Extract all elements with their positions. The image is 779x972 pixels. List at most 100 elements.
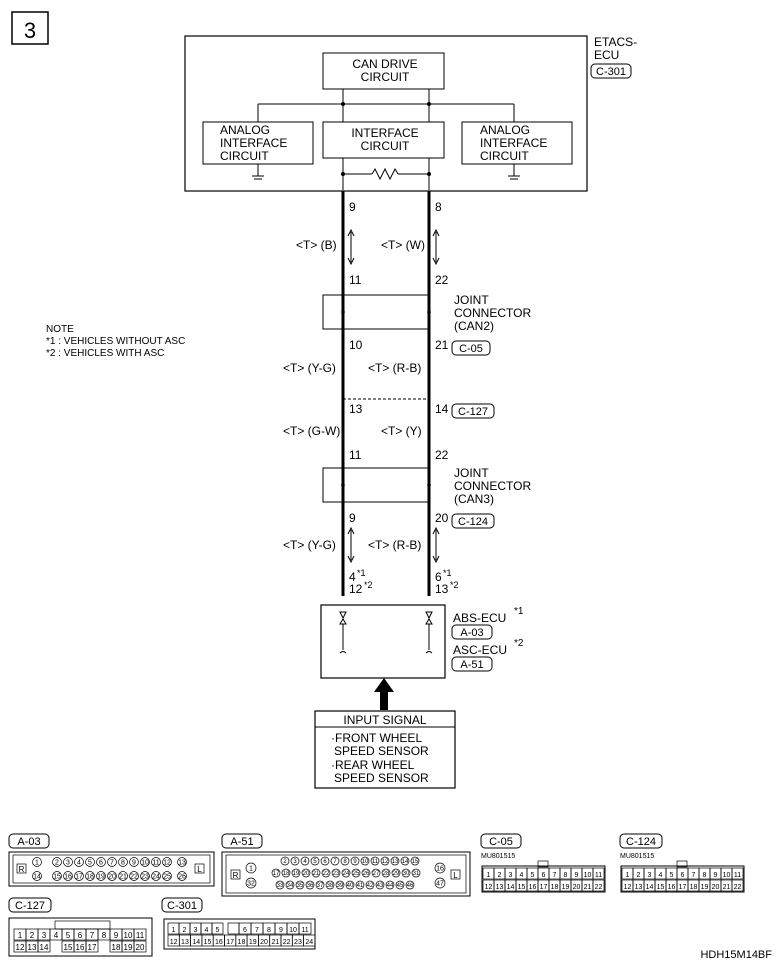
a51-pin-36 — [305, 880, 315, 890]
note-line1: *1 : VEHICLES WITHOUT ASC — [46, 336, 185, 347]
pin-22-a: 22 — [435, 273, 449, 287]
c05-cell-label-10: 10 — [584, 872, 592, 879]
a03-pin-18 — [85, 871, 95, 881]
ecu-internal-symbols — [339, 611, 433, 654]
a51-pin-21 — [311, 868, 321, 878]
c301-cell-label-7: 7 — [255, 927, 259, 934]
c127-cell-label-16: 16 — [76, 943, 85, 952]
a03-pin-label-21: 21 — [119, 873, 127, 880]
abs-asc-ecu-box — [320, 604, 446, 679]
a03-ref-box — [451, 624, 493, 640]
input-signal-line1: ·FRONT WHEEL — [331, 731, 422, 745]
c05-cell-label-5: 5 — [531, 872, 535, 879]
a51-pin-35 — [295, 880, 305, 890]
joint-can3-line2: CONNECTOR — [454, 479, 531, 493]
c05-cell-label-13: 13 — [496, 884, 504, 891]
a51-pin-4 — [300, 856, 310, 866]
a03-pin-17 — [74, 871, 84, 881]
a51-pin-17 — [271, 868, 281, 878]
c05-cell-label-14: 14 — [507, 884, 515, 891]
a03-pin-label-7: 7 — [110, 859, 114, 866]
a51-pin-39 — [335, 880, 345, 890]
a51-inner — [225, 854, 467, 894]
a51-pin-10 — [360, 856, 370, 866]
c124-cell-label-6: 6 — [681, 872, 685, 879]
c301-cell-11 — [298, 922, 312, 935]
a51-pin-label-39: 39 — [337, 883, 344, 889]
a51-pin-label-17: 17 — [273, 871, 280, 877]
seg3-left-color: <T> (G-W) — [283, 424, 340, 438]
a03-pin-26 — [177, 871, 187, 881]
a51-pin-label-1: 1 — [249, 865, 253, 872]
a51-right-tag: L — [453, 871, 458, 880]
a51-pin-label-4: 4 — [303, 859, 307, 865]
pin-left-1-star: *1 — [357, 568, 366, 578]
c301-cell-label-23: 23 — [294, 939, 302, 946]
a51-pin-label-29: 29 — [393, 871, 400, 877]
c127-ref: C-127 — [458, 406, 488, 418]
etacs-internal-wiring — [252, 89, 520, 190]
a03-face — [8, 851, 215, 887]
a51-pin-label-20: 20 — [303, 871, 310, 877]
c127-cell-label-1: 1 — [18, 931, 23, 940]
can-drive-circuit — [322, 52, 445, 90]
etacs-ecu-box — [184, 35, 588, 192]
c301-cell-label-4: 4 — [205, 927, 209, 934]
a51-face — [221, 851, 471, 897]
c124-cell-label-18: 18 — [690, 884, 698, 891]
c127-cell-label-12: 12 — [16, 943, 25, 952]
c05-cell-label-12: 12 — [485, 884, 493, 891]
a03-left-tag: R — [19, 865, 25, 874]
a51-pin-label-18: 18 — [283, 871, 290, 877]
a51-label: A-51 — [230, 836, 253, 848]
pin-left-1: 4 — [349, 570, 356, 584]
a03-pin-4 — [74, 857, 84, 867]
c301-cell-label-19: 19 — [249, 939, 257, 946]
a51-pin-label-30: 30 — [403, 871, 410, 877]
a51-pin-31 — [411, 868, 421, 878]
a51-pin-8 — [340, 856, 350, 866]
a03-pin-label-19: 19 — [97, 873, 105, 880]
joint-can3-dots — [341, 483, 431, 487]
a51-pin-label-28: 28 — [383, 871, 390, 877]
pin-right-1-star: *1 — [443, 568, 452, 578]
a03-pin-25 — [162, 871, 172, 881]
seg1-left-color: <T> (B) — [296, 238, 337, 252]
a51-pin-6 — [320, 856, 330, 866]
c301-cell-label-10: 10 — [289, 927, 297, 934]
c301-cell-label-15: 15 — [204, 939, 212, 946]
a03-pin-label-11: 11 — [152, 859, 159, 866]
c301-cell-label-5: 5 — [216, 927, 220, 934]
c301-cell-label-13: 13 — [181, 939, 189, 946]
a51-pin-27 — [371, 868, 381, 878]
a51-pin-label-19: 19 — [293, 871, 300, 877]
a51-pin-22 — [321, 868, 331, 878]
can-bus-wires — [341, 191, 431, 596]
c127-label-box — [8, 897, 52, 913]
joint-connector-can3-box — [322, 467, 431, 503]
c127-cell-label-18: 18 — [112, 943, 121, 952]
a03-pin-label-26: 26 — [178, 873, 186, 880]
c124-cell-label-19: 19 — [701, 884, 709, 891]
input-signal-line2: SPEED SENSOR — [334, 744, 429, 758]
c301-cell-label-14: 14 — [192, 939, 200, 946]
pin-11-b: 11 — [349, 448, 362, 462]
a51-pin-label-6: 6 — [323, 859, 327, 865]
c301-cell-label-24: 24 — [305, 939, 313, 946]
a03-pin-15 — [52, 871, 62, 881]
input-signal-title: INPUT SIGNAL — [343, 713, 426, 727]
a03-pin-16 — [63, 871, 73, 881]
joint-can2-line3: (CAN2) — [454, 319, 494, 333]
can-drive-line2: CIRCUIT — [361, 70, 410, 84]
a51-pin-32 — [245, 877, 257, 889]
c124-cell-label-5: 5 — [670, 872, 674, 879]
note-title: NOTE — [46, 324, 74, 335]
c05-cell-label-20: 20 — [573, 884, 581, 891]
c127-latch — [54, 920, 111, 930]
c127-cell-label-4: 4 — [54, 931, 59, 940]
c301-cell-label-9: 9 — [279, 927, 283, 934]
a03-pin-23 — [140, 871, 150, 881]
diagram-code: HDH15M14BF — [700, 949, 772, 961]
